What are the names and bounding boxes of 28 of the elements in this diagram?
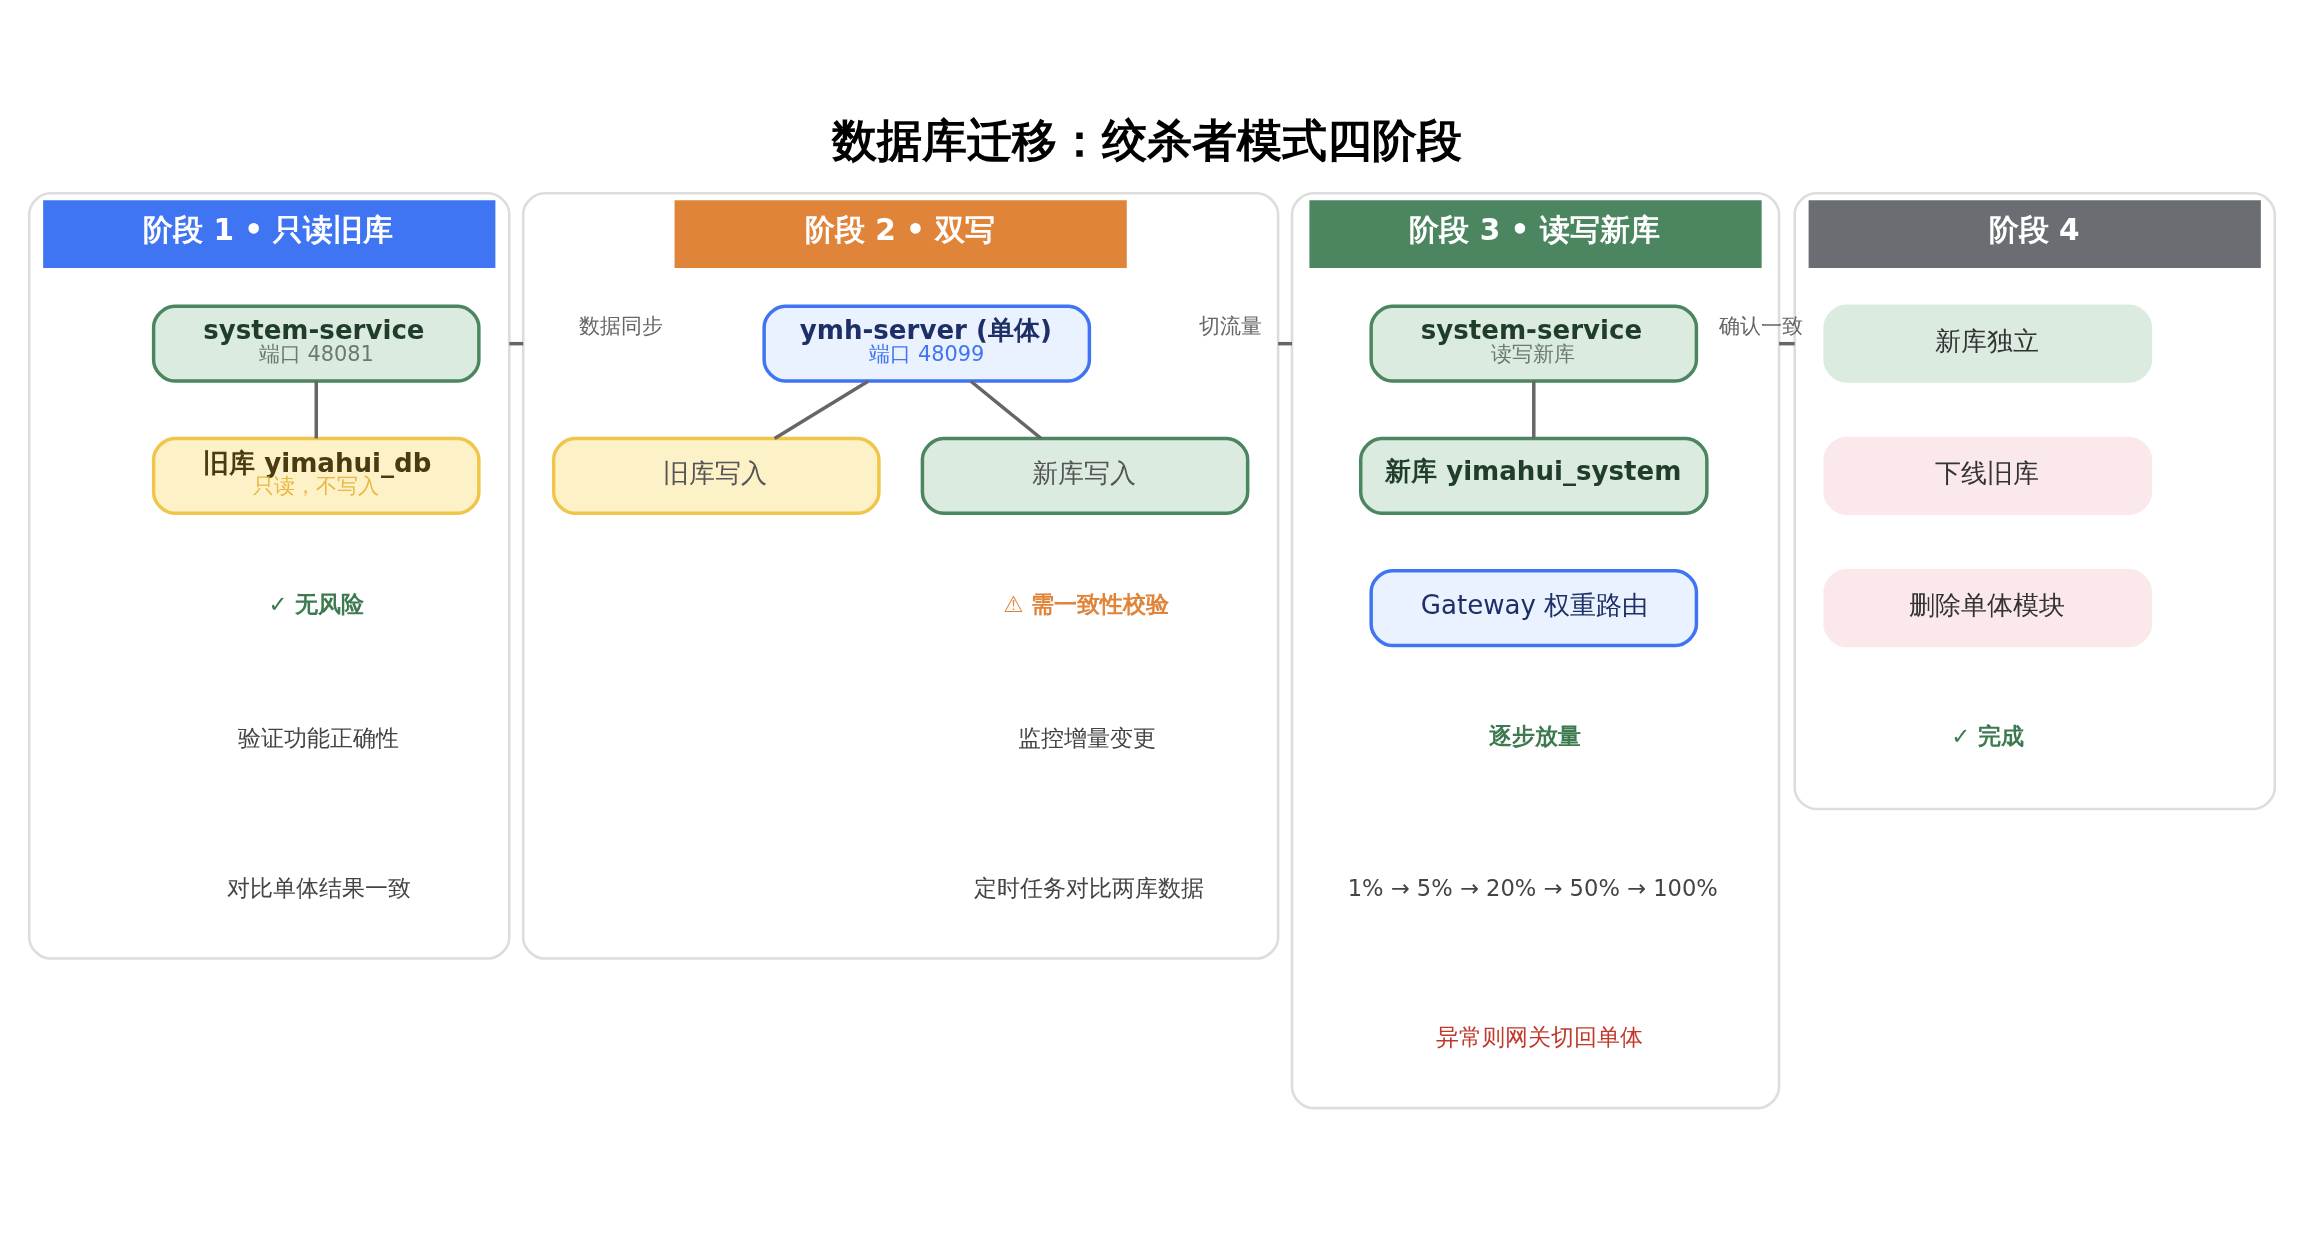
node-box: system-service 读写新库 xyxy=(1369,304,1699,383)
edge-label: 数据同步 xyxy=(579,313,664,338)
label: 对比单体结果一致 xyxy=(226,874,411,901)
node-box: ymh-server (单体) 端口 48099 xyxy=(762,304,1092,383)
node-box: 旧库 yimahui_db 只读，不写入 xyxy=(151,436,481,515)
node-box: 删除单体模块 xyxy=(1823,568,2153,647)
label: 定时任务对比两库数据 xyxy=(973,874,1204,901)
diagram-title: 数据库迁移：绞杀者模式四阶段 xyxy=(831,113,1462,167)
label: 监控增量变更 xyxy=(1018,724,1157,751)
node-box: Gateway 权重路由 xyxy=(1369,568,1699,647)
connector xyxy=(773,379,870,440)
label: ✓ 完成 xyxy=(1951,722,2025,749)
label: 验证功能正确性 xyxy=(237,724,399,751)
label: 1% → 5% → 20% → 50% → 100% xyxy=(1347,874,1718,901)
connector xyxy=(1532,380,1536,438)
connector xyxy=(969,379,1043,440)
edge-label: 切流量 xyxy=(1198,313,1262,338)
label: ✓ 无风险 xyxy=(268,590,365,617)
node-box: 新库独立 xyxy=(1823,304,2153,383)
connector xyxy=(314,380,318,438)
node-box: 下线旧库 xyxy=(1823,436,2153,515)
node-box: 新库写入 xyxy=(920,436,1250,515)
node-box: 新库 yimahui_system xyxy=(1359,436,1709,515)
label: ⚠ 需一致性校验 xyxy=(1003,590,1170,617)
node-box: 旧库写入 xyxy=(551,436,881,515)
label: 逐步放量 xyxy=(1488,722,1581,749)
label: 异常则网关切回单体 xyxy=(1435,1023,1643,1050)
node-box: system-service 端口 48081 xyxy=(151,304,481,383)
